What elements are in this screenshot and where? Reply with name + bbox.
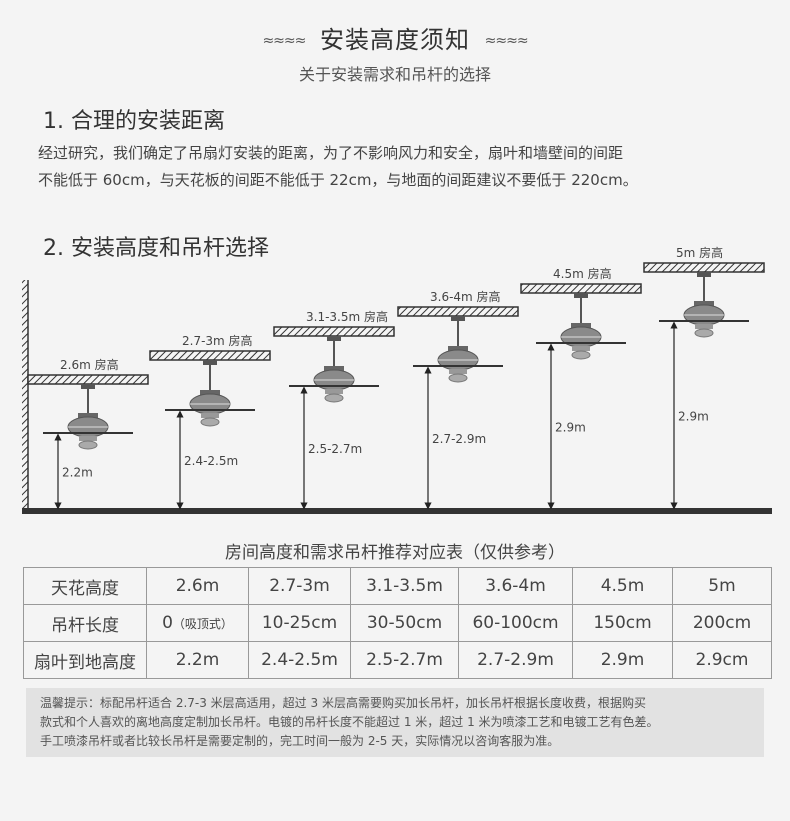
table-cell-value: 0 xyxy=(162,613,173,633)
fan-canopy xyxy=(327,336,341,341)
room-height-label: 5m 房高 xyxy=(676,245,723,260)
table-cell: 2.9m xyxy=(572,641,673,679)
fan-light-housing xyxy=(79,436,97,441)
clearance-label: 2.2m xyxy=(62,466,93,480)
wall xyxy=(22,280,29,512)
fan-light-housing xyxy=(325,389,343,394)
fan-light-bowl xyxy=(448,373,468,383)
page-title-text: 安装高度须知 xyxy=(320,26,470,54)
wave-ornament-right: ≈≈≈≈ xyxy=(484,33,529,49)
fan-canopy xyxy=(203,360,217,365)
table-cell: 3.1-3.5m xyxy=(350,567,459,605)
table-cell: 10-25cm xyxy=(248,604,351,642)
fan-light-housing xyxy=(695,324,713,329)
page-title: ≈≈≈≈ 安装高度须知 ≈≈≈≈ xyxy=(0,20,790,55)
page-subtitle: 关于安装需求和吊杆的选择 xyxy=(298,65,491,84)
fan-light-bowl xyxy=(78,440,98,450)
ceiling-fan-unit: 3.6-4m 房高 2.7-2.9m xyxy=(397,289,519,510)
table-cell: 2.2m xyxy=(146,641,249,679)
fan-light-bowl xyxy=(324,393,344,403)
section1-body-line2: 不能低于 60cm，与天花板的间距不能低于 22cm，与地面的间距建议不要低于 … xyxy=(38,171,638,189)
wave-ornament-left: ≈≈≈≈ xyxy=(262,33,306,49)
room-height-label: 3.6-4m 房高 xyxy=(430,289,501,304)
table-cell: 2.6m xyxy=(146,567,249,605)
fan-collar xyxy=(200,390,220,395)
table-cell: 2.7-3m xyxy=(248,567,351,605)
clearance-label: 2.9m xyxy=(678,410,709,424)
tips-note-line1: 温馨提示：标配吊杆适合 2.7-3 米层高适用，超过 3 米层高需要购买加长吊杆… xyxy=(40,696,646,710)
table-row: 天花高度 2.6m 2.7-3m 3.1-3.5m 3.6-4m 4.5m 5m xyxy=(23,567,772,605)
table-cell: 60-100cm xyxy=(458,604,573,642)
fan-light-housing xyxy=(572,346,590,351)
table-cell: 2.9cm xyxy=(672,641,772,679)
fan-light-housing xyxy=(201,413,219,418)
fan-canopy xyxy=(574,293,588,298)
ceiling-slab xyxy=(520,283,642,294)
fan-collar xyxy=(448,346,468,351)
tips-note-line2: 款式和个人喜欢的离地高度定制加长吊杆。电镀的吊杆长度不能超过 1 米，超过 1 … xyxy=(40,715,659,729)
ceiling-slab xyxy=(149,350,271,361)
room-height-label: 3.1-3.5m 房高 xyxy=(306,309,388,324)
room-height-label: 2.6m 房高 xyxy=(60,357,119,372)
section1-body-line1: 经过研究，我们确定了吊扇灯安装的距离，为了不影响风力和安全，扇叶和墙壁间的间距 xyxy=(38,144,624,162)
table-cell: 天花高度 xyxy=(23,567,147,605)
fan-light-bowl xyxy=(571,350,591,360)
ceiling-slab xyxy=(643,262,765,273)
table-row: 扇叶到地高度 2.2m 2.4-2.5m 2.5-2.7m 2.7-2.9m 2… xyxy=(23,641,772,679)
table-row: 吊杆长度 0（吸顶式） 10-25cm 30-50cm 60-100cm 150… xyxy=(23,604,772,642)
table-caption: 房间高度和需求吊杆推荐对应表（仅供参考） xyxy=(225,543,565,563)
fan-canopy xyxy=(451,316,465,321)
clearance-label: 2.4-2.5m xyxy=(184,454,238,468)
ceiling-slab xyxy=(273,326,395,337)
table-cell: 2.4-2.5m xyxy=(248,641,351,679)
installation-height-diagram: 2.6m 房高 2.2m 2.7-3m 房高 2.4-2.5m 3.1-3.5m 房高 2… xyxy=(22,245,772,514)
section1-heading: 1. 合理的安装距离 xyxy=(43,109,225,134)
fan-canopy xyxy=(697,272,711,277)
fan-canopy xyxy=(81,384,95,389)
fan-light-bowl xyxy=(200,417,220,427)
table-cell: 0（吸顶式） xyxy=(146,604,249,642)
table-cell-note: （吸顶式） xyxy=(172,617,233,631)
table-cell: 吊杆长度 xyxy=(23,604,147,642)
table-cell: 150cm xyxy=(572,604,673,642)
fans-layer: 2.6m 房高 2.2m 2.7-3m 房高 2.4-2.5m 3.1-3.5m 房高 2… xyxy=(27,245,765,510)
table-cell: 5m xyxy=(672,567,772,605)
fan-light-bowl xyxy=(694,328,714,338)
clearance-label: 2.7-2.9m xyxy=(432,432,486,446)
ceiling-slab xyxy=(397,306,519,317)
table-cell: 3.6-4m xyxy=(458,567,573,605)
table-cell: 2.5-2.7m xyxy=(350,641,459,679)
fan-collar xyxy=(324,366,344,371)
room-height-label: 2.7-3m 房高 xyxy=(182,333,253,348)
fan-light-housing xyxy=(449,369,467,374)
table-cell: 30-50cm xyxy=(350,604,459,642)
ceiling-fan-unit: 2.6m 房高 2.2m xyxy=(27,357,149,510)
table-cell: 扇叶到地高度 xyxy=(23,641,147,679)
ceiling-fan-unit: 5m 房高 2.9m xyxy=(643,245,765,510)
height-spec-table: 天花高度 2.6m 2.7-3m 3.1-3.5m 3.6-4m 4.5m 5m… xyxy=(23,567,772,679)
floor xyxy=(22,508,772,514)
table-cell: 4.5m xyxy=(572,567,673,605)
ceiling-slab xyxy=(27,374,149,385)
fan-collar xyxy=(694,301,714,306)
section1-body: 经过研究，我们确定了吊扇灯安装的距离，为了不影响风力和安全，扇叶和墙壁间的间距 … xyxy=(38,140,758,194)
ceiling-fan-unit: 2.7-3m 房高 2.4-2.5m xyxy=(149,333,271,510)
fan-collar xyxy=(571,323,591,328)
clearance-label: 2.9m xyxy=(555,421,586,435)
fan-collar xyxy=(78,413,98,418)
table-cell: 2.7-2.9m xyxy=(458,641,573,679)
section2-heading: 2. 安装高度和吊杆选择 xyxy=(43,236,269,261)
clearance-label: 2.5-2.7m xyxy=(308,442,362,456)
room-height-label: 4.5m 房高 xyxy=(553,266,612,281)
tips-note: 温馨提示：标配吊杆适合 2.7-3 米层高适用，超过 3 米层高需要购买加长吊杆… xyxy=(26,688,764,757)
table-cell: 200cm xyxy=(672,604,772,642)
tips-note-line3: 手工喷漆吊杆或者比较长吊杆是需要定制的，完工时间一般为 2-5 天，实际情况以咨… xyxy=(40,734,560,748)
ceiling-fan-unit: 3.1-3.5m 房高 2.5-2.7m xyxy=(273,309,395,510)
ceiling-fan-unit: 4.5m 房高 2.9m xyxy=(520,266,642,510)
